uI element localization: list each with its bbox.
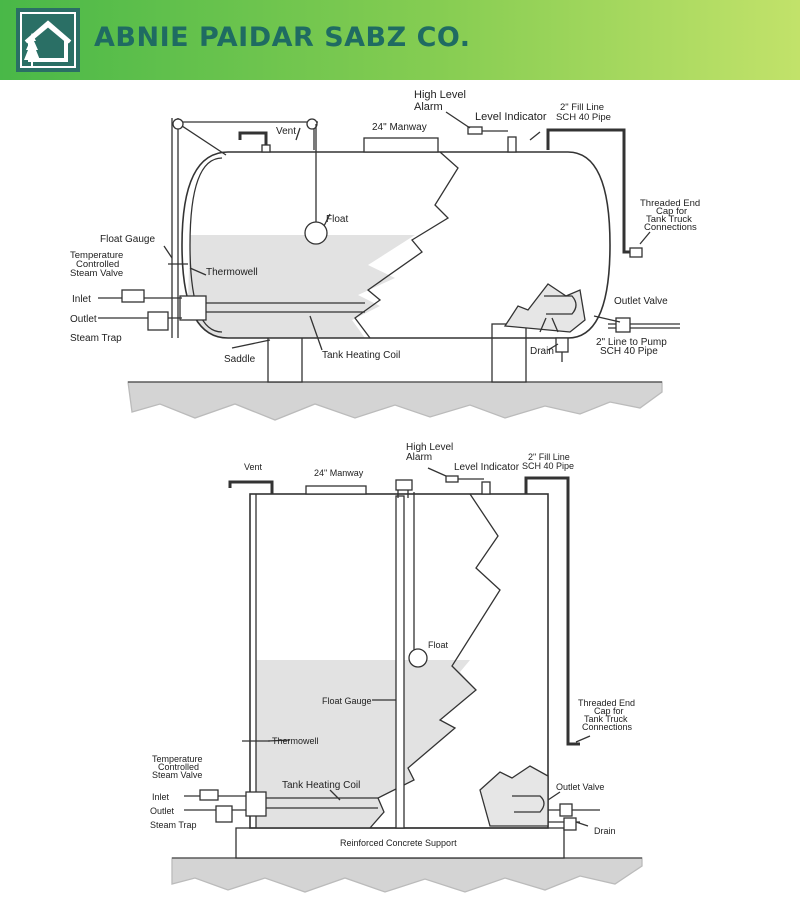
label-inlet: Inlet xyxy=(72,294,91,305)
label-float: Float xyxy=(326,214,348,225)
concrete-support xyxy=(235,827,565,859)
house-tree-logo xyxy=(16,8,80,72)
v-label-temp-valve: Temperature xyxy=(152,754,203,764)
v-label-fill-line: 2" Fill Line xyxy=(528,452,570,462)
label-high-level-alarm-2: Alarm xyxy=(414,101,443,113)
label-level-indicator: Level Indicator xyxy=(475,111,547,123)
tank-diagrams: High Level Alarm Level Indicator 2" Fill… xyxy=(70,89,700,893)
label-line-pump-2: SCH 40 Pipe xyxy=(600,346,658,357)
label-drain: Drain xyxy=(530,346,554,357)
manway xyxy=(363,137,439,153)
v-label-drain: Drain xyxy=(594,826,616,836)
vertical-fill-line xyxy=(524,476,580,746)
label-threaded-end-4: Connections xyxy=(644,222,697,233)
label-vent: Vent xyxy=(276,126,296,137)
vertical-float-ball xyxy=(408,648,428,668)
label-threaded-end-3: Tank Truck xyxy=(646,214,692,225)
cutaway-edge xyxy=(354,151,459,339)
v-label-threaded-end-3: Tank Truck xyxy=(584,714,628,724)
horizontal-tank-diagram xyxy=(98,111,680,421)
header-banner: ABNIE PAIDAR SABZ CO. xyxy=(0,0,800,80)
vertical-vent-pipe xyxy=(228,480,274,494)
label-temp-valve: Temperature xyxy=(70,250,123,261)
v-label-vent: Vent xyxy=(244,462,263,472)
label-manway: 24" Manway xyxy=(372,122,427,133)
v-label-outlet: Outlet xyxy=(150,806,175,816)
v-label-level-indicator: Level Indicator xyxy=(454,462,520,473)
v-label-float-gauge: Float Gauge xyxy=(322,696,372,706)
label-heating-coil: Tank Heating Coil xyxy=(322,350,400,361)
v-label-float: Float xyxy=(428,640,449,650)
label-fill-line-2: SCH 40 Pipe xyxy=(556,112,611,123)
v-label-outlet-valve: Outlet Valve xyxy=(556,782,604,792)
vertical-tank-labels: High Level Alarm Level Indicator 2" Fill… xyxy=(150,442,635,848)
saddle-right xyxy=(491,323,527,383)
ground-slab xyxy=(127,381,663,421)
label-float-gauge: Float Gauge xyxy=(100,234,155,245)
label-steam-trap: Steam Trap xyxy=(70,333,122,344)
v-label-fill-line-2: SCH 40 Pipe xyxy=(522,461,574,471)
liquid-level xyxy=(188,235,415,338)
vertical-heating-coil xyxy=(266,797,378,809)
heating-coil xyxy=(206,302,365,313)
fill-line-pipe xyxy=(546,128,642,254)
brand-name: ABNIE PAIDAR SABZ CO. xyxy=(94,22,471,53)
label-saddle: Saddle xyxy=(224,354,256,365)
label-thermowell: Thermowell xyxy=(206,267,258,278)
v-label-high-level-alarm-2: Alarm xyxy=(406,452,432,463)
ground-base xyxy=(171,857,643,893)
v-label-threaded-end-4: Connections xyxy=(582,722,633,732)
v-label-manway: 24" Manway xyxy=(314,468,364,478)
v-label-heating-coil: Tank Heating Coil xyxy=(282,780,360,791)
label-high-level-alarm: High Level xyxy=(414,89,466,101)
label-threaded-end: Threaded End xyxy=(640,198,700,209)
label-threaded-end-2: Cap for xyxy=(656,206,687,217)
v-label-threaded-end-2: Cap for xyxy=(594,706,624,716)
horizontal-tank-labels: High Level Alarm Level Indicator 2" Fill… xyxy=(70,89,700,365)
v-label-support: Reinforced Concrete Support xyxy=(340,838,457,848)
label-temp-valve-2: Controlled xyxy=(76,259,119,270)
vertical-tank-diagram xyxy=(171,467,643,893)
v-label-steam-trap: Steam Trap xyxy=(150,820,197,830)
label-outlet-valve: Outlet Valve xyxy=(614,296,668,307)
label-temp-valve-3: Steam Valve xyxy=(70,268,123,279)
v-label-thermowell: Thermowell xyxy=(272,736,319,746)
vertical-liquid-level xyxy=(256,660,476,828)
vent-pipe xyxy=(238,131,268,150)
vertical-manway xyxy=(305,485,367,495)
float-ball xyxy=(304,221,328,245)
label-outlet: Outlet xyxy=(70,314,97,325)
v-label-threaded-end: Threaded End xyxy=(578,698,635,708)
v-label-temp-valve-3: Steam Valve xyxy=(152,770,202,780)
float-gauge-rod xyxy=(395,495,405,829)
label-fill-line: 2" Fill Line xyxy=(560,102,604,113)
v-label-temp-valve-2: Controlled xyxy=(158,762,199,772)
v-label-high-level-alarm: High Level xyxy=(406,442,453,453)
label-line-pump: 2" Line to Pump xyxy=(596,337,667,348)
v-label-inlet: Inlet xyxy=(152,792,170,802)
